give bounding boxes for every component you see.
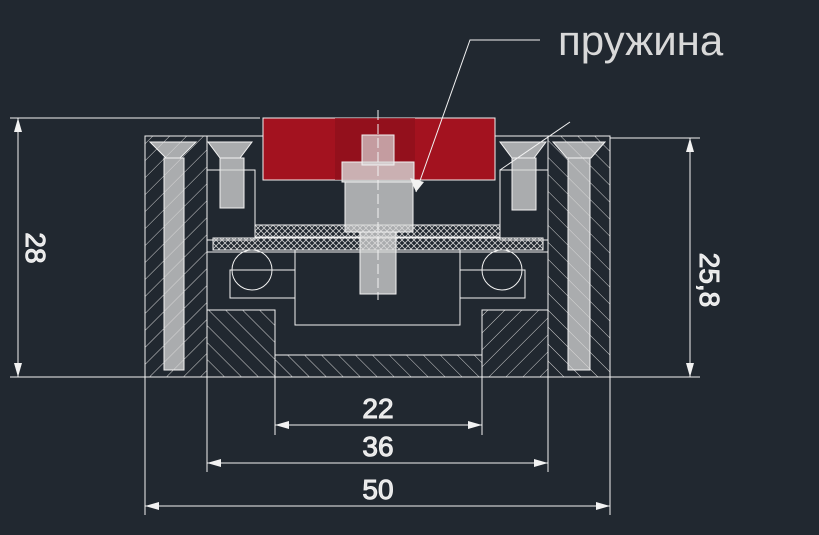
callout-leader [415, 39, 540, 193]
bolt-right2-shank [511, 157, 537, 211]
ball-left [231, 249, 273, 291]
center-pin [341, 110, 415, 300]
dim-width-inner: 22 [274, 377, 483, 435]
bolt-left2-shank [219, 157, 245, 209]
bolt-left2-head [207, 141, 253, 159]
base-left [206, 309, 276, 378]
dim-total-height: 28 [10, 117, 260, 378]
ball-bearings [231, 249, 523, 291]
callout-label: пружина [558, 17, 724, 64]
base-right [481, 309, 549, 378]
dim-width-middle: 36 [206, 377, 549, 472]
bolt-right2-head [499, 141, 547, 159]
ball-right [481, 249, 523, 291]
dim-inner-height: 25,8 [610, 137, 726, 378]
base-center [274, 354, 483, 378]
bolt-right-shank [567, 157, 591, 371]
dim-width-inner-label: 22 [362, 393, 393, 424]
callout-arrow [410, 178, 424, 192]
dim-width-middle-label: 36 [362, 431, 393, 462]
callout: пружина [410, 17, 724, 193]
dim-width-total: 50 [144, 377, 611, 515]
dim-total-height-label: 28 [20, 232, 51, 263]
bolt-left-shank [163, 157, 185, 371]
dim-inner-height-label: 25,8 [694, 253, 725, 308]
bolts [148, 141, 607, 371]
dim-width-total-label: 50 [362, 474, 393, 505]
bolt-right-head [551, 141, 607, 159]
